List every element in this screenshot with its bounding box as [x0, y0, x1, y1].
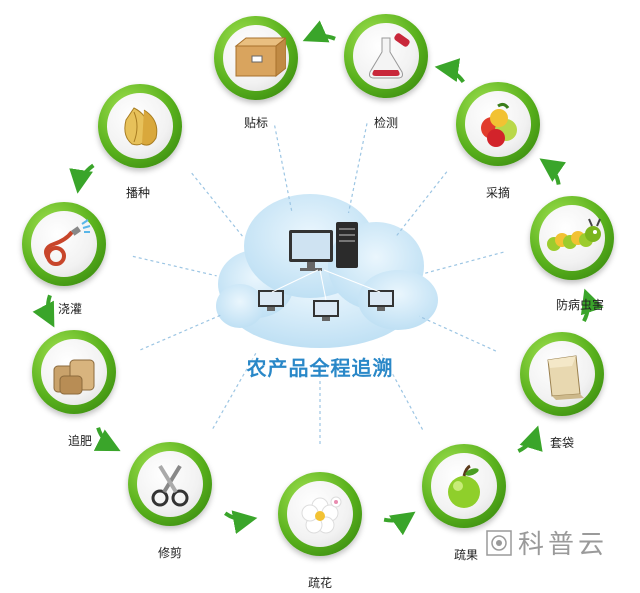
flow-arrows	[32, 20, 604, 536]
step-label-testing: 检测	[373, 116, 399, 130]
step-icon-frame	[31, 211, 97, 277]
caterpillar-icon	[547, 218, 601, 251]
step-bagging	[520, 332, 604, 416]
data-link-bagging	[418, 315, 497, 352]
step-label-flower-thinning: 疏花	[307, 576, 333, 590]
step-pruning	[128, 442, 212, 526]
data-link-sowing	[191, 172, 243, 237]
step-icon-frame	[137, 451, 203, 517]
step-irrigation	[22, 202, 106, 286]
step-fertilizing	[32, 330, 116, 414]
step-icon-frame	[539, 205, 605, 271]
flower-icon	[301, 496, 342, 534]
data-link-fruit-thinning	[381, 354, 424, 430]
step-icon-frame	[41, 339, 107, 405]
monitor-icon-left	[258, 290, 284, 311]
step-label-picking: 采摘	[485, 186, 511, 200]
test-flask-icon	[369, 33, 410, 79]
flow-arrow-1	[32, 294, 55, 328]
flow-arrow-9	[302, 20, 336, 43]
flow-arrow-8	[434, 58, 465, 84]
apple-icon	[448, 464, 480, 508]
step-label-sowing: 播种	[125, 186, 151, 200]
step-label-paste-label: 贴标	[243, 116, 269, 130]
watermark-text: 科普云	[518, 530, 609, 560]
monitor-icon-center	[313, 300, 339, 321]
step-icon-frame	[353, 23, 419, 89]
seed-icon	[124, 107, 158, 146]
fertilizer-sacks-icon	[53, 359, 95, 395]
data-link-pest-control	[422, 251, 504, 275]
step-icon-frame	[223, 25, 289, 91]
scissors-icon	[151, 464, 189, 507]
step-sowing	[98, 84, 182, 168]
data-link-lines	[132, 123, 504, 444]
step-label-fruit-thinning: 疏果	[453, 548, 479, 562]
data-link-testing	[347, 123, 368, 214]
flow-arrow-4	[383, 511, 416, 536]
step-icon-frame	[107, 93, 173, 159]
flow-arrow-5	[517, 425, 543, 453]
monitor-icon-right	[368, 290, 394, 311]
step-label-bagging: 套袋	[549, 436, 575, 450]
data-link-fertilizing	[140, 314, 221, 351]
watermark-logo-icon	[486, 529, 512, 556]
step-label-pest-control: 防病虫害	[555, 298, 605, 312]
flow-arrow-3	[224, 510, 258, 534]
diagram-title: 农产品全程追溯	[246, 356, 394, 380]
hose-icon	[44, 219, 91, 266]
step-icon-frame	[431, 453, 497, 519]
flow-arrow-7	[539, 158, 567, 185]
step-icon-frame	[529, 341, 595, 407]
step-picking	[456, 82, 540, 166]
data-link-irrigation	[132, 255, 217, 277]
network-lines	[271, 269, 381, 301]
step-testing	[344, 14, 428, 98]
data-link-paste-label	[274, 125, 293, 213]
server-computer-icon	[289, 222, 358, 271]
step-fruit-thinning	[422, 444, 506, 528]
step-icon-frame	[465, 91, 531, 157]
flow-arrow-6	[580, 288, 604, 323]
step-label-fertilizing: 追肥	[67, 434, 93, 448]
step-label-pruning: 修剪	[157, 546, 183, 560]
data-link-picking	[396, 171, 448, 236]
fruit-basket-icon	[481, 102, 517, 147]
step-paste-label	[214, 16, 298, 100]
step-label-irrigation: 浇灌	[57, 302, 83, 316]
step-icon-frame	[287, 481, 353, 547]
flow-arrow-2	[93, 427, 121, 452]
flow-arrow-0	[69, 163, 95, 194]
data-link-pruning	[212, 352, 257, 429]
paper-bag-icon	[547, 355, 584, 400]
step-flower-thinning	[278, 472, 362, 556]
watermark: 科普云	[486, 524, 608, 561]
step-pest-control	[530, 196, 614, 280]
box-icon	[234, 37, 286, 78]
